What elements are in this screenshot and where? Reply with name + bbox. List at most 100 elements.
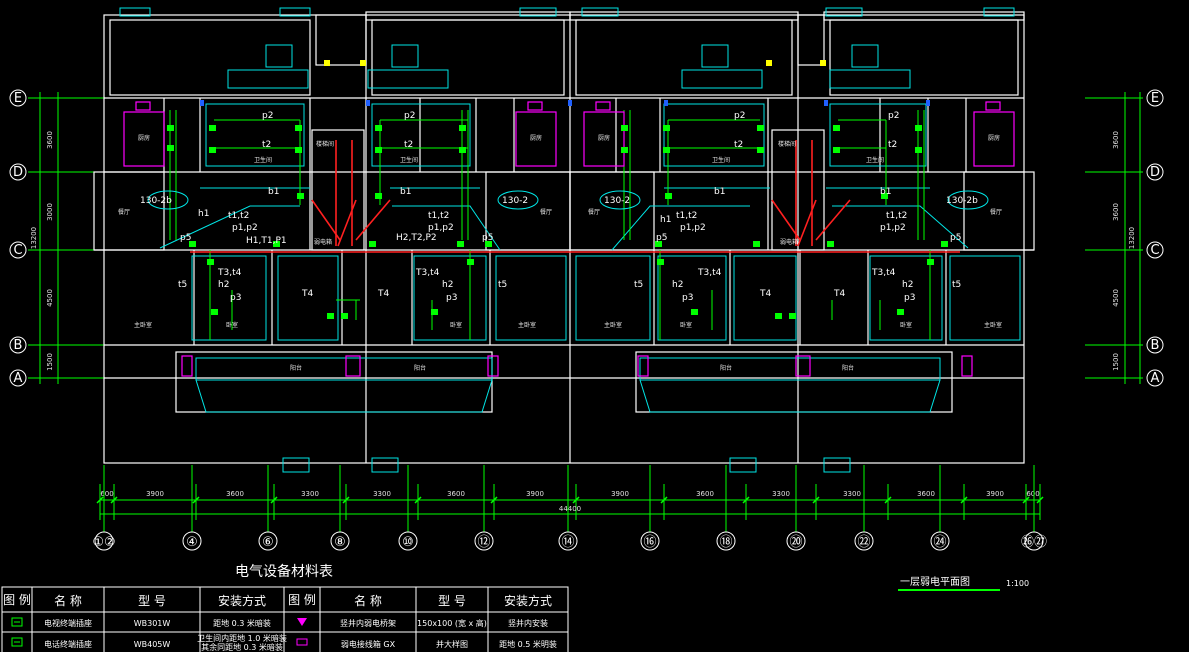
row-axis-label: D — [1150, 165, 1160, 180]
column-axis-label: ⑳ — [789, 535, 802, 550]
row-axis-label: B — [1151, 338, 1160, 353]
r2-name-2: 弱电接线箱 GX — [341, 639, 396, 649]
panel-label-3: 130-2 — [604, 196, 630, 206]
outlet-symbol — [663, 147, 670, 153]
circuit-t1t2-c: t1,t2 — [676, 211, 697, 221]
outlet-symbol — [457, 241, 464, 247]
row-axis-bubble — [9, 369, 27, 387]
circuit-T4-a: T4 — [301, 289, 313, 299]
circuit-p2-a: p2 — [262, 111, 273, 121]
column-axis-bubble — [716, 531, 736, 551]
row-axis-label: A — [14, 371, 23, 386]
room-labels: 130-2b 130-2 130-2 130-2b p2 p2 p2 p2 t2… — [118, 111, 1002, 372]
dimension-slash — [812, 496, 820, 504]
outlet-symbol — [833, 147, 840, 153]
room-kitchen-c: 厨房 — [598, 134, 610, 142]
row-axis-bubble — [1146, 163, 1164, 181]
dimension-value: 3900 — [146, 490, 164, 498]
column-axis-label: ⑩ — [402, 535, 414, 550]
table-title: 电气设备材料表 — [235, 563, 333, 580]
outlet-symbol — [691, 309, 698, 315]
circuit-p5-d: p5 — [950, 233, 961, 243]
column-axis-label: ⑧ — [334, 535, 346, 550]
column-axis-bubble — [258, 531, 278, 551]
room-bedroom-b: 卧室 — [450, 321, 462, 329]
r2-install-2: 距地 0.5 米明装 — [499, 639, 557, 649]
dimension-slash — [270, 496, 278, 504]
right-dim-2: 3600 — [1112, 203, 1120, 221]
weak-box-label-a: 弱电箱 — [314, 238, 332, 246]
room-bedroom-d: 卧室 — [900, 321, 912, 329]
panel-label-4: 130-2b — [946, 196, 978, 206]
th-legend-1: 图 例 — [3, 593, 31, 607]
materials-table: 图 例 名 称 型 号 安装方式 图 例 名 称 型 号 安装方式 电视终端插座… — [1, 586, 569, 652]
circuit-t5-c: t5 — [634, 280, 643, 290]
r1-name-1: 电视终端插座 — [44, 618, 92, 628]
outlet-symbol — [663, 125, 670, 131]
outlet-symbol — [459, 147, 466, 153]
stair-label-a: 楼梯间 — [316, 140, 334, 148]
outlet-symbol — [369, 241, 376, 247]
th-name-2: 名 称 — [354, 593, 382, 608]
left-dim-1: 3600 — [46, 131, 54, 149]
row-axis-label: C — [13, 243, 22, 258]
room-dining-d: 餐厅 — [990, 208, 1002, 216]
column-axis-label: ㉖㉗ — [1021, 535, 1047, 550]
circuit-t3t4-d: T3,t4 — [871, 268, 896, 278]
circuit-h2-a: h2 — [218, 280, 229, 290]
room-kitchen-d: 厨房 — [988, 134, 1000, 142]
room-balcony-d: 阳台 — [842, 364, 854, 372]
panel-ellipses — [147, 190, 989, 210]
column-axis-label: ⑫ — [477, 535, 490, 550]
r1-name-2: 竖井内弱电桥架 — [340, 618, 396, 628]
dimension-slash — [342, 496, 350, 504]
outlet-symbol — [375, 125, 382, 131]
column-axis-bubble — [558, 531, 578, 551]
r2-model-1: WB405W — [134, 640, 171, 649]
outlet-symbol — [273, 241, 280, 247]
row-axis-label: B — [14, 338, 23, 353]
column-axis-bubble — [182, 531, 202, 551]
r2-model-2: 并大样图 — [436, 639, 468, 649]
outlet-symbol — [211, 309, 218, 315]
r2-install-1: 卫生间内距地 1.0 米暗装 — [197, 633, 287, 643]
row-axis-label: A — [1151, 371, 1160, 386]
outlet-symbol — [431, 309, 438, 315]
outlet-symbol — [655, 241, 662, 247]
stair-label-b: 楼梯间 — [778, 140, 796, 148]
left-row-dims: 3600 3000 4500 1500 13200 — [30, 131, 54, 371]
circuit-p3-c: p3 — [682, 293, 693, 303]
building-walls — [93, 11, 1035, 464]
r1-install-1: 距地 0.3 米暗装 — [213, 618, 271, 628]
dimension-slash — [660, 496, 668, 504]
row-axis-label: E — [14, 91, 22, 106]
dimension-value: 3300 — [373, 490, 391, 498]
dimension-slash — [960, 496, 968, 504]
circuit-p5-a: p5 — [180, 233, 191, 243]
r1-model-1: WB301W — [134, 619, 171, 628]
r2-install-1b: 其余同距地 0.3 米暗装 — [201, 642, 283, 652]
dimension-slash — [884, 496, 892, 504]
r1-install-2: 竖井内安装 — [508, 618, 548, 628]
right-dim-3: 4500 — [1112, 289, 1120, 307]
row-axis-bubble — [1146, 241, 1164, 259]
room-dining-a: 餐厅 — [118, 208, 130, 216]
row-axis-bubble — [1146, 369, 1164, 387]
outlet-symbol — [485, 241, 492, 247]
row-axis-label: C — [1150, 243, 1159, 258]
panel-label-2: 130-2 — [502, 196, 528, 206]
plan-title-block: 一层弱电平面图 1:100 — [898, 575, 1029, 591]
left-dim-2: 3000 — [46, 203, 54, 221]
th-model-1: 型 号 — [138, 594, 166, 608]
column-axis-bubble — [1024, 531, 1044, 551]
right-total-dim: 13200 — [1128, 227, 1136, 249]
outlet-symbol — [459, 125, 466, 131]
room-master-a: 主卧室 — [134, 321, 152, 329]
circuit-p3-a: p3 — [230, 293, 241, 303]
circuit-p3-d: p3 — [904, 293, 915, 303]
circuit-p2-b: p2 — [404, 111, 415, 121]
circuit-t1t2-b: t1,t2 — [428, 211, 449, 221]
circuit-t3t4-a: T3,t4 — [217, 268, 242, 278]
